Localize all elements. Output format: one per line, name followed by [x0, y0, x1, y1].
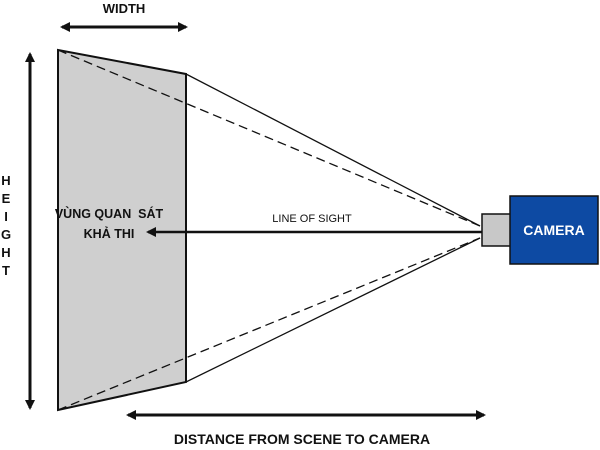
- projection-line-top-dashed: [57, 49, 481, 227]
- camera-label: CAMERA: [523, 222, 584, 238]
- distance-label: DISTANCE FROM SCENE TO CAMERA: [174, 431, 430, 447]
- camera-lens: [481, 213, 512, 247]
- scene-label-line1: VÙNG QUAN SÁT: [55, 206, 164, 221]
- projection-line-bottom-solid: [185, 237, 481, 383]
- projection-line-top-solid: [185, 73, 481, 227]
- width-label: WIDTH: [103, 1, 146, 16]
- line-of-sight-label: LINE OF SIGHT: [272, 213, 352, 225]
- scene-label-line2: KHẢ THI: [84, 226, 135, 241]
- camera-body: [509, 195, 599, 265]
- projection-line-bottom-dashed: [57, 237, 481, 411]
